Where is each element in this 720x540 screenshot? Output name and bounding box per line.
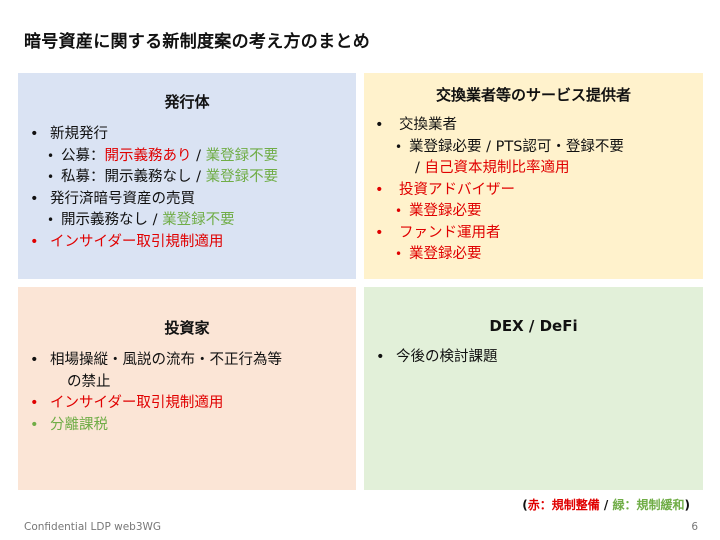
list-item: • 投資アドバイザー [364,180,703,202]
list-item: の禁止 [18,372,356,394]
text-segment: 業登録不要 [162,212,235,228]
text-segment: 交換業者 [399,117,457,133]
box-heading: 発行体 [164,93,210,111]
text-segment: 業登録必要 / PTS認可・登録不要 [409,138,624,155]
bullet-icon: • [47,148,55,163]
list-item: • 業登録必要 / PTS認可・登録不要 [364,137,703,159]
text-segment: 分離課税 [50,416,108,433]
text-segment: 開示義務なし / [61,212,163,228]
text-segment: / [191,147,206,164]
dex-defi-box: DEX / DeFi • 今後の検討課題 [364,287,703,490]
text-segment: / [415,160,425,176]
list-item: • 公募：開示義務あり / 業登録不要 [18,146,356,168]
list-item: • 業登録必要 [364,244,703,266]
box-heading: DEX / DeFi [489,317,578,335]
list-item: • 新規発行 [18,124,356,146]
bullet-icon: • [395,139,403,154]
text-segment: の禁止 [67,373,111,390]
slide-title: 暗号資産に関する新制度案の考え方のまとめ [24,32,370,52]
box-heading: 交換業者等のサービス提供者 [435,86,631,104]
text-segment: 投資アドバイザー [399,181,515,198]
bullet-icon: • [375,117,384,133]
bullet-icon: • [47,213,55,227]
bullet-icon: • [30,416,39,433]
text-segment: 新規発行 [50,126,108,142]
list-item: • 分離課税 [18,415,356,437]
footer-text: Confidential LDP web3WG [24,521,162,533]
text-segment: 今後の検討課題 [396,349,498,365]
bullet-icon: • [395,204,403,218]
list-item: / 自己資本規制比率適用 [364,158,703,180]
list-item: • 相場操縦・風説の流布・不正行為等 [18,350,356,372]
text-segment: 相場操縦・風説の流布・不正行為等 [50,352,282,368]
color-legend: (赤：規制整備 / 緑：規制緩和) [522,496,690,513]
list-item: • 業登録必要 [364,201,703,223]
text-segment: 業登録不要 [205,147,279,164]
text-segment: 私募：開示義務なし / [61,169,206,185]
list-item: • ファンド運用者 [364,223,703,245]
bullet-icon: • [375,181,384,198]
text-segment: インサイダー取引規制適用 [50,233,224,250]
text-segment: 発行済暗号資産の売買 [50,190,195,207]
legend-segment: 緑：規制緩和 [612,498,685,512]
text-segment: 開示義務あり [104,147,192,164]
list-item: • 私募：開示義務なし / 業登録不要 [18,167,356,189]
bullet-icon: • [30,352,39,368]
legend-segment: 赤：規制整備 [527,498,600,512]
service-provider-box: 交換業者等のサービス提供者 • 交換業者 • 業登録必要 / PTS認可・登録不要 / … [364,73,703,279]
text-segment: 自己資本規制比率適用 [424,160,570,176]
bullet-icon: • [376,349,385,365]
legend-segment: ) [684,498,690,512]
issuer-box: 発行体 •新規発行•公募：開示義務あり / 業登録不要•私募：開示義務なし / … [18,73,356,279]
legend-segment: / [599,498,613,512]
page-number: 6 [691,521,698,533]
list-item: • インサイダー取引規制適用 [18,393,356,415]
list-item: • 交換業者 [364,115,703,137]
bullet-icon: • [30,126,39,142]
list-item: • 発行済暗号資産の売買 [18,189,356,211]
bullet-icon: • [47,170,55,184]
text-segment: ファンド運用者 [399,224,501,241]
text-segment: 公募： [61,147,105,164]
bullet-icon: • [375,224,384,241]
bullet-icon: • [395,247,403,261]
bullet-icon: • [30,395,39,411]
bullet-icon: • [30,233,39,250]
investor-box: 投資家 • 相場操縦・風説の流布・不正行為等の禁止 • インサイダー取引規制適用 • 分離… [18,287,356,490]
text-segment: インサイダー取引規制適用 [50,395,224,411]
text-segment: 業登録必要 [409,203,482,219]
legend-segment: ( [522,498,528,512]
bullet-icon: • [30,190,39,207]
text-segment: 業登録必要 [409,246,482,262]
text-segment: 業登録不要 [205,169,279,185]
list-item: • 開示義務なし / 業登録不要 [18,210,356,232]
list-item: • インサイダー取引規制適用 [18,232,356,254]
list-item: • 今後の検討課題 [364,347,703,369]
box-heading: 投資家 [164,319,210,337]
